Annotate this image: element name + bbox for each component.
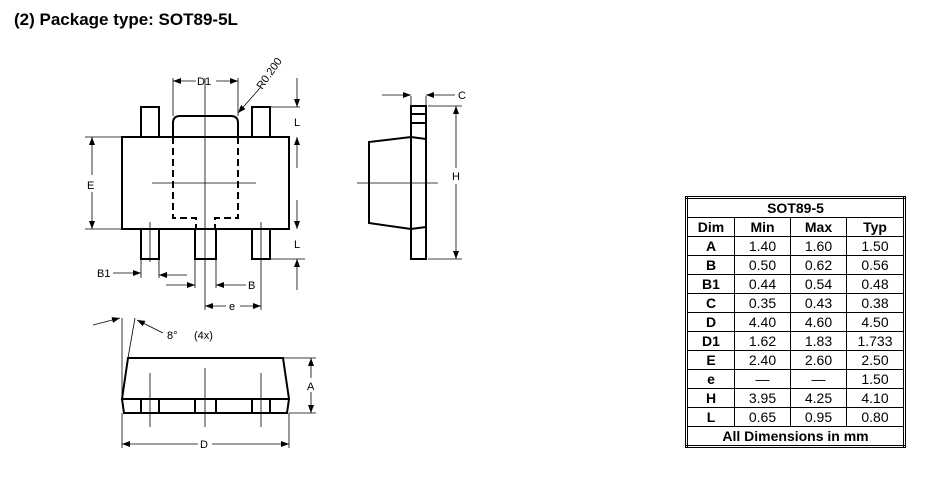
dim-value-cell: — bbox=[734, 369, 791, 389]
dim-value-cell: 4.25 bbox=[790, 388, 847, 408]
table-title: SOT89-5 bbox=[686, 197, 905, 218]
col-header: Min bbox=[734, 217, 791, 237]
lead-top-left bbox=[140, 106, 160, 138]
dim-value-cell: 0.65 bbox=[734, 407, 791, 427]
dim-name-cell: e bbox=[686, 369, 735, 389]
top-view: D1 R0.200 L L E B1 B e bbox=[85, 56, 305, 313]
dim-value-cell: 1.50 bbox=[846, 369, 905, 389]
dim-value-cell: 0.38 bbox=[846, 293, 905, 313]
dim-name-cell: D1 bbox=[686, 331, 735, 351]
lead-top-right bbox=[251, 106, 271, 138]
dim-name-cell: L bbox=[686, 407, 735, 427]
table-row: e——1.50 bbox=[686, 369, 905, 389]
angle-count-label: (4x) bbox=[194, 330, 213, 342]
section-title: (2) Package type: SOT89-5L bbox=[14, 10, 238, 29]
dim-label-l-top: L bbox=[294, 117, 300, 129]
dim-value-cell: 1.60 bbox=[790, 236, 847, 256]
dim-name-cell: D bbox=[686, 312, 735, 332]
col-header: Max bbox=[790, 217, 847, 237]
dim-value-cell: 0.54 bbox=[790, 274, 847, 294]
dim-value-cell: 0.35 bbox=[734, 293, 791, 313]
dim-value-cell: 0.56 bbox=[846, 255, 905, 275]
dim-value-cell: 0.95 bbox=[790, 407, 847, 427]
dim-value-cell: 2.50 bbox=[846, 350, 905, 370]
dim-label-l-bottom: L bbox=[294, 239, 300, 251]
col-header: Dim bbox=[686, 217, 735, 237]
dim-value-cell: 1.62 bbox=[734, 331, 791, 351]
dim-value-cell: 3.95 bbox=[734, 388, 791, 408]
dim-value-cell: 4.10 bbox=[846, 388, 905, 408]
side-view: C H bbox=[357, 90, 466, 260]
lead-plate bbox=[410, 105, 427, 260]
dim-value-cell: 2.40 bbox=[734, 350, 791, 370]
dim-label-radius: R0.200 bbox=[255, 56, 285, 92]
dim-name-cell: B1 bbox=[686, 274, 735, 294]
dim-label-c: C bbox=[458, 90, 466, 102]
dim-value-cell: 0.44 bbox=[734, 274, 791, 294]
dim-value-cell: 0.43 bbox=[790, 293, 847, 313]
dim-label-d1: D1 bbox=[197, 76, 211, 88]
dim-label-b: B bbox=[248, 280, 255, 292]
dim-value-cell: — bbox=[790, 369, 847, 389]
dim-value-cell: 0.62 bbox=[790, 255, 847, 275]
tab-hidden-outline bbox=[172, 137, 239, 229]
dim-name-cell: E bbox=[686, 350, 735, 370]
dim-value-cell: 0.48 bbox=[846, 274, 905, 294]
lead-bottom-center bbox=[194, 228, 217, 260]
front-view: 8° (4x) A D bbox=[92, 317, 316, 451]
dim-value-cell: 1.50 bbox=[846, 236, 905, 256]
dim-label-pitch: e bbox=[229, 301, 235, 313]
angle-label: 8° bbox=[167, 330, 178, 342]
dim-value-cell: 1.40 bbox=[734, 236, 791, 256]
table-footer: All Dimensions in mm bbox=[686, 426, 905, 447]
dim-value-cell: 4.60 bbox=[790, 312, 847, 332]
front-body bbox=[120, 357, 291, 400]
dim-value-cell: 4.50 bbox=[846, 312, 905, 332]
dim-label-b1: B1 bbox=[97, 268, 110, 280]
dim-name-cell: B bbox=[686, 255, 735, 275]
dim-label-h: H bbox=[452, 171, 460, 183]
dim-name-cell: C bbox=[686, 293, 735, 313]
dim-name-cell: A bbox=[686, 236, 735, 256]
dim-label-e-width: E bbox=[87, 180, 94, 192]
tab-top bbox=[172, 115, 239, 137]
front-leads bbox=[121, 398, 290, 414]
dim-value-cell: 1.733 bbox=[846, 331, 905, 351]
dim-value-cell: 2.60 bbox=[790, 350, 847, 370]
dim-value-cell: 0.50 bbox=[734, 255, 791, 275]
dim-label-d: D bbox=[200, 439, 208, 451]
dim-value-cell: 4.40 bbox=[734, 312, 791, 332]
dim-name-cell: H bbox=[686, 388, 735, 408]
dim-value-cell: 0.80 bbox=[846, 407, 905, 427]
col-header: Typ bbox=[846, 217, 905, 237]
dim-label-a: A bbox=[307, 381, 315, 393]
side-body bbox=[368, 135, 427, 231]
dim-value-cell: 1.83 bbox=[790, 331, 847, 351]
